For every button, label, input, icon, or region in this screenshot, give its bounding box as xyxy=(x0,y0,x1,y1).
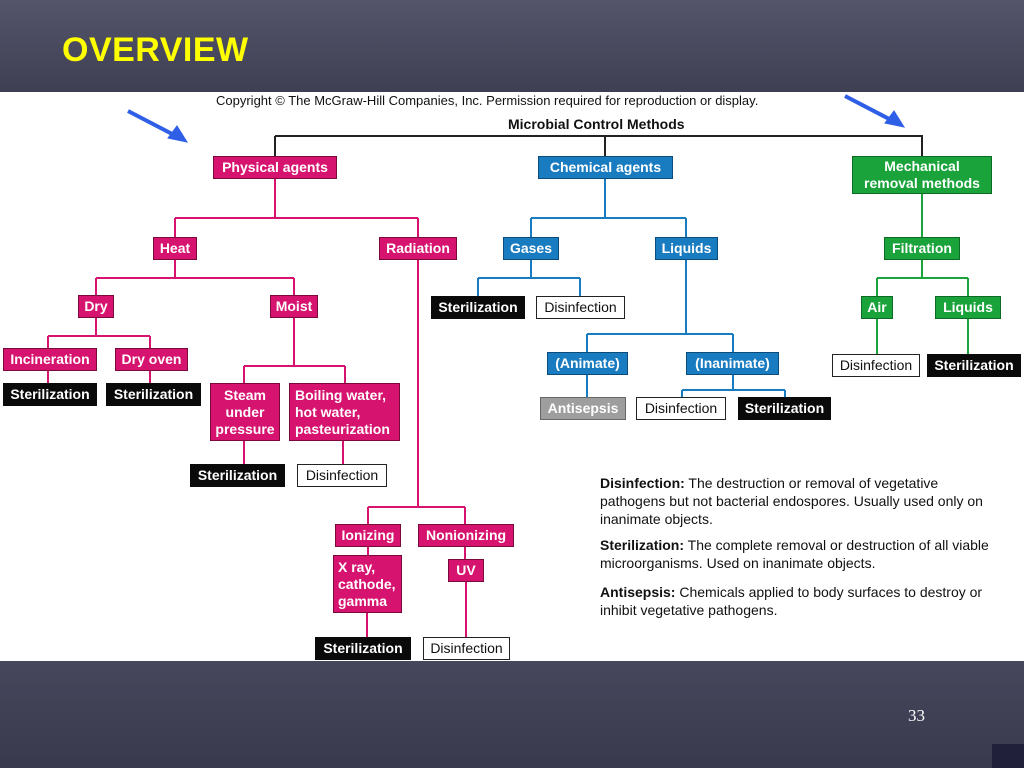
pointer-arrow-right xyxy=(844,94,906,128)
boiling-result: Disinfection xyxy=(297,464,387,487)
slide-title: OVERVIEW xyxy=(62,31,249,69)
ionizing-sources-box: X ray, cathode, gamma xyxy=(333,555,402,613)
dry-box: Dry xyxy=(78,295,114,318)
definition-term: Antisepsis: xyxy=(600,584,676,600)
radiation-box: Radiation xyxy=(379,237,457,260)
definition-term: Sterilization: xyxy=(600,537,685,553)
nonionizing-box: Nonionizing xyxy=(418,524,514,547)
air-result: Disinfection xyxy=(832,354,920,377)
filtration-liquids-box: Liquids xyxy=(935,296,1001,319)
definition-text: The complete removal or destruction of a… xyxy=(600,537,989,571)
definition-antisepsis: Antisepsis: Chemicals applied to body su… xyxy=(600,583,1000,619)
boiling-box: Boiling water, hot water, pasteurization xyxy=(289,383,400,441)
dry-oven-result: Sterilization xyxy=(106,383,201,406)
inanimate-result-disinfection: Disinfection xyxy=(636,397,726,420)
gases-result-sterilization: Sterilization xyxy=(431,296,525,319)
definition-disinfection: Disinfection: The destruction or removal… xyxy=(600,474,1000,528)
steam-result: Sterilization xyxy=(190,464,285,487)
definition-text: The destruction or removal of vegetative… xyxy=(600,475,983,527)
definition-term: Disinfection: xyxy=(600,475,685,491)
root-label: Microbial Control Methods xyxy=(508,116,685,132)
incineration-result: Sterilization xyxy=(3,383,97,406)
air-box: Air xyxy=(861,296,893,319)
slide-header: OVERVIEW xyxy=(0,0,1024,92)
chemical-agents-box: Chemical agents xyxy=(538,156,673,179)
incineration-box: Incineration xyxy=(3,348,97,371)
page-number: 33 xyxy=(908,706,925,725)
footer-corner-block xyxy=(992,744,1024,768)
filtration-liquids-result: Sterilization xyxy=(927,354,1021,377)
moist-box: Moist xyxy=(270,295,318,318)
copyright-notice: Copyright © The McGraw-Hill Companies, I… xyxy=(216,93,759,108)
animate-result: Antisepsis xyxy=(540,397,626,420)
steam-box: Steam under pressure xyxy=(210,383,280,441)
gases-result-disinfection: Disinfection xyxy=(536,296,625,319)
slide-footer xyxy=(0,661,1024,768)
dry-oven-box: Dry oven xyxy=(115,348,188,371)
ionizing-box: Ionizing xyxy=(335,524,401,547)
liquids-box: Liquids xyxy=(655,237,718,260)
animate-box: (Animate) xyxy=(547,352,628,375)
inanimate-box: (Inanimate) xyxy=(686,352,779,375)
mechanical-removal-box: Mechanical removal methods xyxy=(852,156,992,194)
uv-box: UV xyxy=(448,559,484,582)
gases-box: Gases xyxy=(503,237,559,260)
physical-agents-box: Physical agents xyxy=(213,156,337,179)
definition-text: Chemicals applied to body surfaces to de… xyxy=(600,584,983,618)
pointer-arrow-left xyxy=(127,109,189,143)
diagram-area: Copyright © The McGraw-Hill Companies, I… xyxy=(0,92,1024,661)
ionizing-result: Sterilization xyxy=(315,637,411,660)
uv-result: Disinfection xyxy=(423,637,510,660)
heat-box: Heat xyxy=(153,237,197,260)
filtration-box: Filtration xyxy=(884,237,960,260)
definition-sterilization: Sterilization: The complete removal or d… xyxy=(600,536,1000,572)
connector-lines xyxy=(47,94,969,637)
inanimate-result-sterilization: Sterilization xyxy=(738,397,831,420)
